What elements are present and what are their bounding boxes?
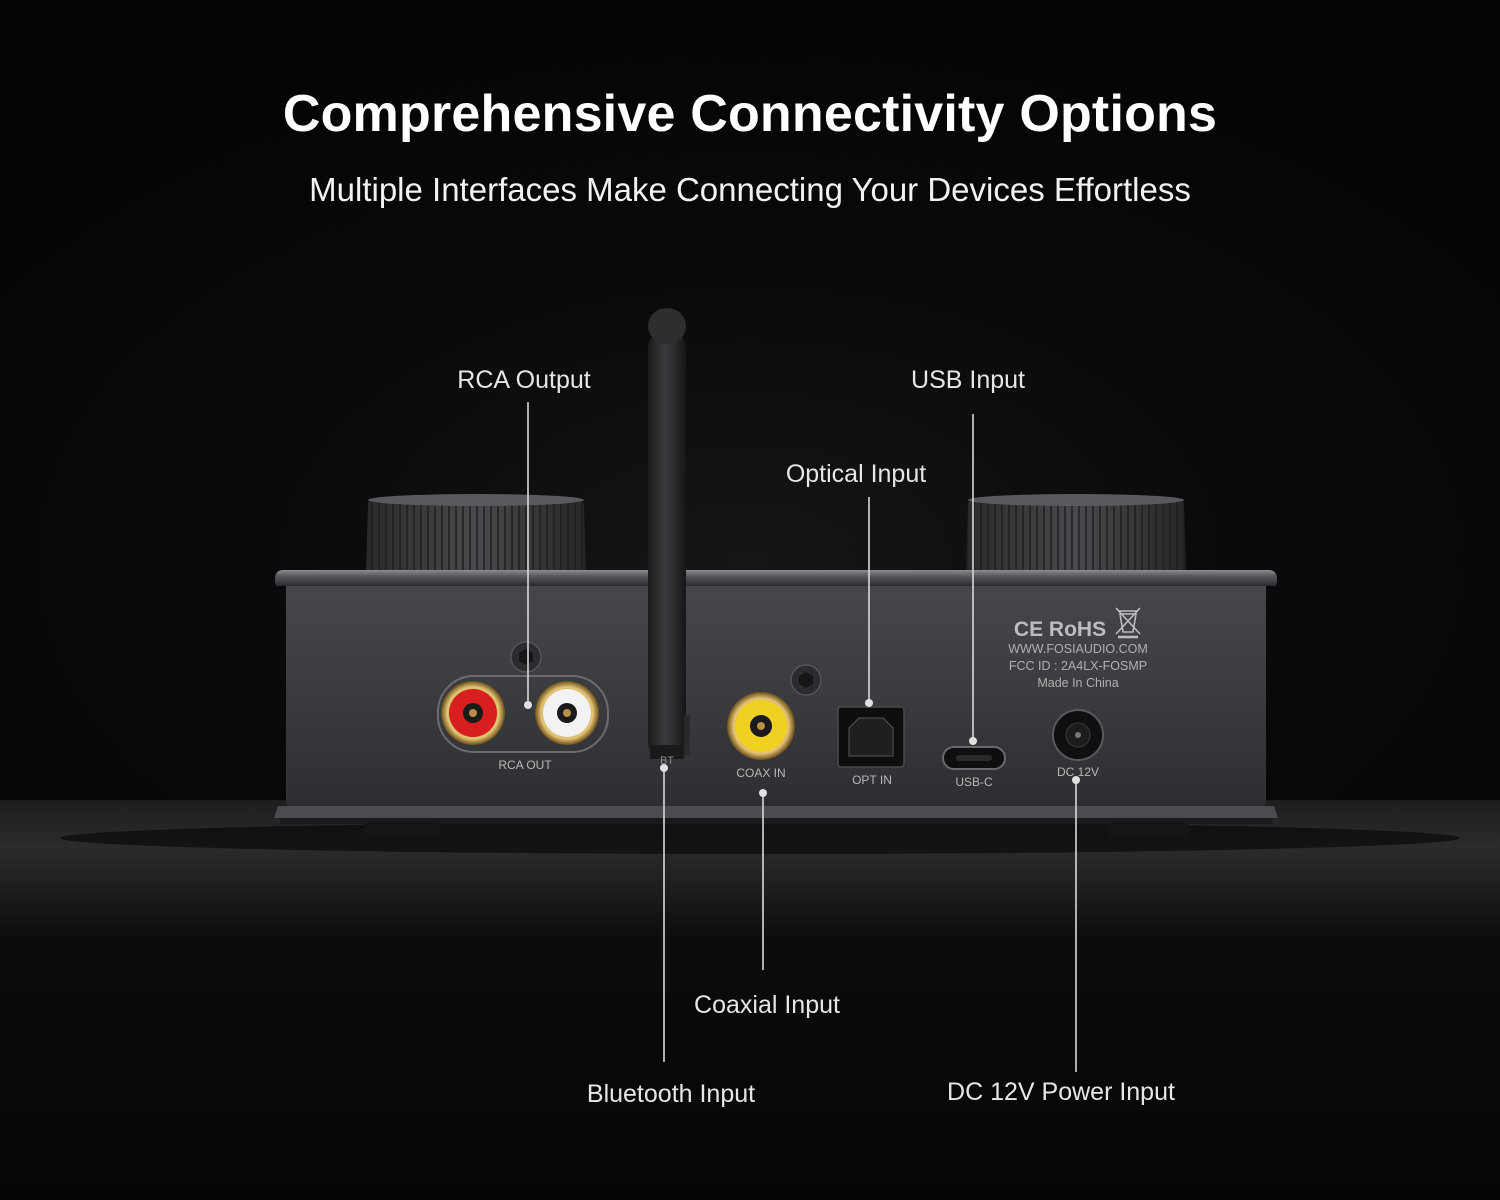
chassis-top-edge (274, 570, 1278, 586)
bluetooth-input-callout: Bluetooth Input (586, 1080, 756, 1108)
bluetooth-antenna (648, 308, 690, 760)
rca-output-jacks (437, 675, 609, 753)
chassis-bottom-edge (274, 806, 1278, 818)
leader-dots (524, 699, 1080, 797)
headline: Comprehensive Connectivity Options (282, 85, 1218, 143)
table-surface (0, 800, 1500, 1200)
optical-input-callout: Optical Input (785, 460, 927, 488)
fcc-id-text: FCC ID : 2A4LX-FOSMP (1009, 659, 1147, 673)
usb-input-callout: USB Input (911, 366, 1025, 394)
right-foot (1108, 822, 1190, 838)
coax-in-label: COAX IN (736, 766, 785, 780)
weee-bin-icon (1115, 607, 1141, 639)
left-knob (366, 494, 586, 575)
leader-lines (527, 402, 1077, 1072)
screw-right (790, 664, 822, 696)
subheadline: Multiple Interfaces Make Connecting Your… (309, 171, 1191, 208)
left-foot (362, 822, 440, 838)
website-text: WWW.FOSIAUDIO.COM (1008, 642, 1148, 656)
coaxial-input-callout: Coaxial Input (694, 991, 840, 1019)
optical-port (837, 706, 905, 768)
rca-out-label: RCA OUT (498, 758, 552, 772)
cert-marks: CE RoHS (1014, 618, 1106, 641)
dc-power-input-callout: DC 12V Power Input (947, 1078, 1175, 1106)
right-knob (966, 494, 1186, 575)
screw-left (510, 641, 542, 673)
rca-output-callout: RCA Output (457, 366, 591, 394)
coax-jack (727, 692, 795, 760)
usb-c-port (942, 746, 1006, 770)
dc-power-jack (1052, 709, 1104, 761)
origin-text: Made In China (1037, 676, 1118, 690)
dc-12v-label: DC 12V (1057, 765, 1099, 779)
usb-c-label: USB-C (955, 775, 993, 789)
opt-in-label: OPT IN (852, 773, 892, 787)
bt-label: BT (660, 755, 674, 767)
